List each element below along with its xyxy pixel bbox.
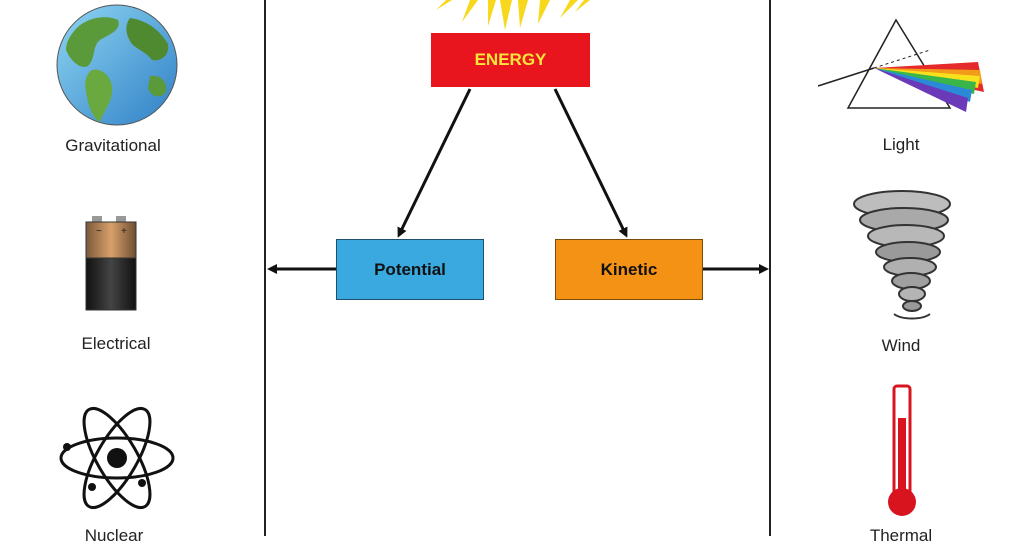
potential-label: Potential xyxy=(374,259,446,279)
kinetic-label: Kinetic xyxy=(600,259,658,279)
label-nuclear: Nuclear xyxy=(84,526,144,545)
label-gravitational: Gravitational xyxy=(65,136,161,155)
globe-icon xyxy=(56,4,178,126)
svg-text:−: − xyxy=(96,226,102,237)
thermometer-icon xyxy=(888,384,916,516)
kinetic-box: Kinetic xyxy=(555,239,703,300)
battery-icon: − + xyxy=(85,216,137,311)
tornado-icon xyxy=(853,190,951,320)
label-light: Light xyxy=(882,135,920,154)
energy-box: ENERGY xyxy=(431,33,590,87)
arrow-energy-to-kinetic xyxy=(553,88,628,238)
prism-icon xyxy=(817,18,984,112)
arrow-energy-to-potential xyxy=(397,88,472,238)
label-wind: Wind xyxy=(881,336,921,355)
atom-icon xyxy=(59,406,175,510)
svg-text:+: + xyxy=(121,226,127,237)
sun-rays-icon xyxy=(436,0,590,30)
label-electrical: Electrical xyxy=(81,334,151,353)
potential-box: Potential xyxy=(336,239,484,300)
energy-label: ENERGY xyxy=(474,50,547,69)
label-thermal: Thermal xyxy=(869,526,933,545)
